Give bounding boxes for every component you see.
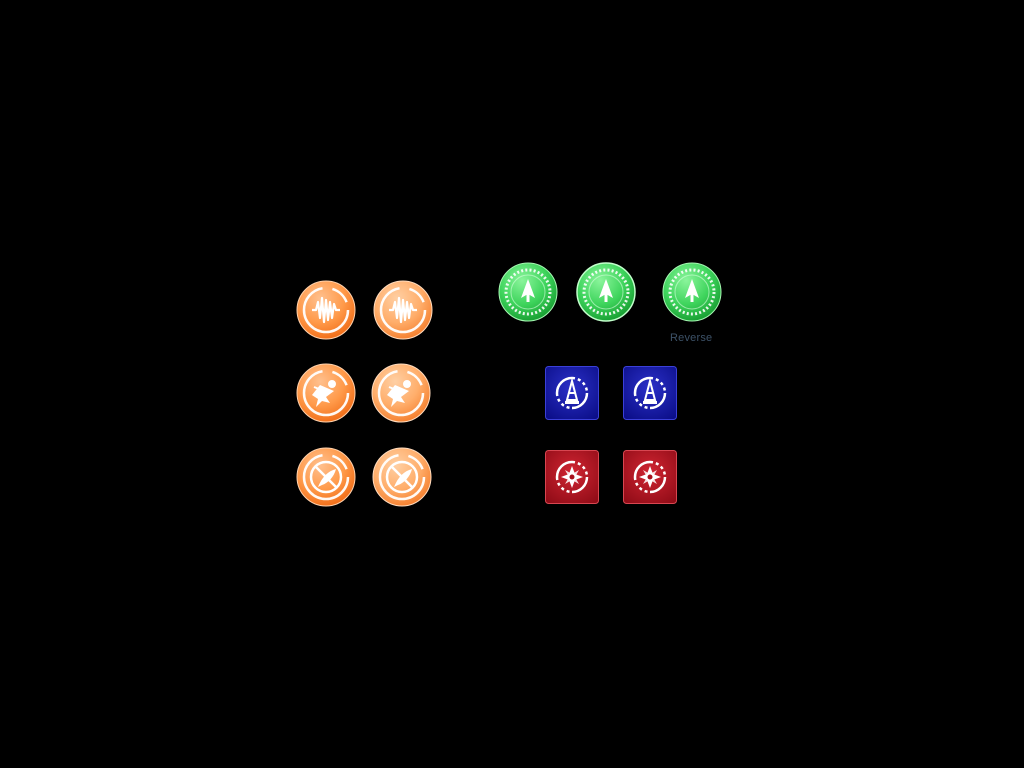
red-shuriken-button-1[interactable] [545,450,599,504]
waveform-icon [296,280,356,340]
shuriken-icon [623,450,677,504]
arrow-up-icon [576,262,636,322]
orange-waveform-button-2[interactable] [373,280,433,340]
green-caption: Reverse [670,332,713,344]
no-feather-icon [296,447,356,507]
orange-waveform-button-1[interactable] [296,280,356,340]
green-arrow-button-reverse[interactable] [662,262,722,322]
arrow-up-icon [498,262,558,322]
no-feather-icon [372,447,432,507]
tower-icon [623,366,677,420]
shuriken-icon [545,450,599,504]
orange-no-feather-button-2[interactable] [372,447,432,507]
waveform-icon [373,280,433,340]
red-shuriken-button-2[interactable] [623,450,677,504]
tower-icon [545,366,599,420]
orange-bird-button-1[interactable] [296,363,356,423]
arrow-up-icon [662,262,722,322]
orange-no-feather-button-1[interactable] [296,447,356,507]
green-arrow-button-hover[interactable] [576,262,636,322]
orange-bird-button-2[interactable] [371,363,431,423]
blue-tower-button-2[interactable] [623,366,677,420]
green-arrow-button-normal[interactable] [498,262,558,322]
blue-tower-button-1[interactable] [545,366,599,420]
swooping-bird-icon [371,363,431,423]
swooping-bird-icon [296,363,356,423]
